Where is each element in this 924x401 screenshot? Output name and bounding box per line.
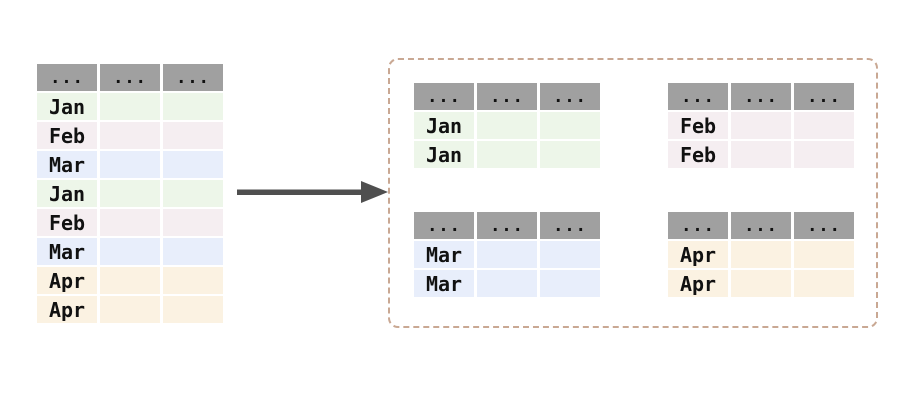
- header-row: .........: [37, 64, 223, 93]
- table-row: Apr: [37, 267, 223, 296]
- month-label-cell: Apr: [668, 241, 731, 270]
- column-header-cell: ...: [414, 83, 477, 112]
- month-label-cell: Jan: [414, 141, 477, 168]
- month-label-cell: Jan: [37, 93, 100, 122]
- table-row: Feb: [668, 112, 854, 141]
- table-row: Mar: [37, 238, 223, 267]
- table-row: Jan: [414, 112, 600, 141]
- column-header-cell: ...: [668, 212, 731, 241]
- empty-data-cell: [540, 270, 600, 297]
- table-row: Mar: [414, 241, 600, 270]
- column-header-cell: ...: [414, 212, 477, 241]
- empty-data-cell: [794, 270, 854, 297]
- table-row: Apr: [668, 241, 854, 270]
- empty-data-cell: [100, 238, 163, 267]
- empty-data-cell: [540, 112, 600, 141]
- empty-data-cell: [540, 241, 600, 270]
- table-row: Feb: [37, 122, 223, 151]
- header-row: .........: [668, 212, 854, 241]
- empty-data-cell: [163, 122, 223, 151]
- column-header-cell: ...: [731, 83, 794, 112]
- empty-data-cell: [163, 267, 223, 296]
- column-header-cell: ...: [477, 83, 540, 112]
- column-header-cell: ...: [37, 64, 100, 93]
- empty-data-cell: [794, 112, 854, 141]
- month-label-cell: Apr: [37, 267, 100, 296]
- split-arrow-icon: [237, 181, 388, 203]
- table-row: Feb: [668, 141, 854, 168]
- month-label-cell: Feb: [668, 141, 731, 168]
- month-label-cell: Mar: [37, 151, 100, 180]
- column-header-cell: ...: [794, 83, 854, 112]
- table-row: Apr: [37, 296, 223, 323]
- table-row: Jan: [37, 180, 223, 209]
- month-label-cell: Mar: [414, 241, 477, 270]
- empty-data-cell: [100, 93, 163, 122]
- column-header-cell: ...: [731, 212, 794, 241]
- month-label-cell: Jan: [37, 180, 100, 209]
- empty-data-cell: [100, 296, 163, 323]
- table-row: Jan: [414, 141, 600, 168]
- empty-data-cell: [731, 141, 794, 168]
- column-header-cell: ...: [540, 83, 600, 112]
- column-header-cell: ...: [540, 212, 600, 241]
- empty-data-cell: [477, 141, 540, 168]
- table-row: Mar: [37, 151, 223, 180]
- empty-data-cell: [100, 209, 163, 238]
- header-row: .........: [414, 212, 600, 241]
- month-label-cell: Feb: [668, 112, 731, 141]
- empty-data-cell: [731, 112, 794, 141]
- column-header-cell: ...: [668, 83, 731, 112]
- empty-data-cell: [163, 238, 223, 267]
- empty-data-cell: [794, 241, 854, 270]
- table-row: Mar: [414, 270, 600, 297]
- empty-data-cell: [163, 151, 223, 180]
- column-header-cell: ...: [794, 212, 854, 241]
- header-row: .........: [414, 83, 600, 112]
- month-label-cell: Apr: [37, 296, 100, 323]
- empty-data-cell: [100, 122, 163, 151]
- empty-data-cell: [794, 141, 854, 168]
- table-row: Jan: [37, 93, 223, 122]
- column-header-cell: ...: [163, 64, 223, 93]
- empty-data-cell: [163, 180, 223, 209]
- empty-data-cell: [731, 270, 794, 297]
- empty-data-cell: [100, 151, 163, 180]
- month-label-cell: Feb: [37, 122, 100, 151]
- empty-data-cell: [540, 141, 600, 168]
- column-header-cell: ...: [477, 212, 540, 241]
- month-label-cell: Apr: [668, 270, 731, 297]
- empty-data-cell: [477, 270, 540, 297]
- empty-data-cell: [731, 241, 794, 270]
- table-row: Apr: [668, 270, 854, 297]
- empty-data-cell: [100, 180, 163, 209]
- empty-data-cell: [100, 267, 163, 296]
- month-label-cell: Feb: [37, 209, 100, 238]
- month-label-cell: Jan: [414, 112, 477, 141]
- empty-data-cell: [163, 296, 223, 323]
- month-label-cell: Mar: [414, 270, 477, 297]
- empty-data-cell: [163, 93, 223, 122]
- empty-data-cell: [477, 241, 540, 270]
- empty-data-cell: [477, 112, 540, 141]
- column-header-cell: ...: [100, 64, 163, 93]
- header-row: .........: [668, 83, 854, 112]
- empty-data-cell: [163, 209, 223, 238]
- month-label-cell: Mar: [37, 238, 100, 267]
- table-row: Feb: [37, 209, 223, 238]
